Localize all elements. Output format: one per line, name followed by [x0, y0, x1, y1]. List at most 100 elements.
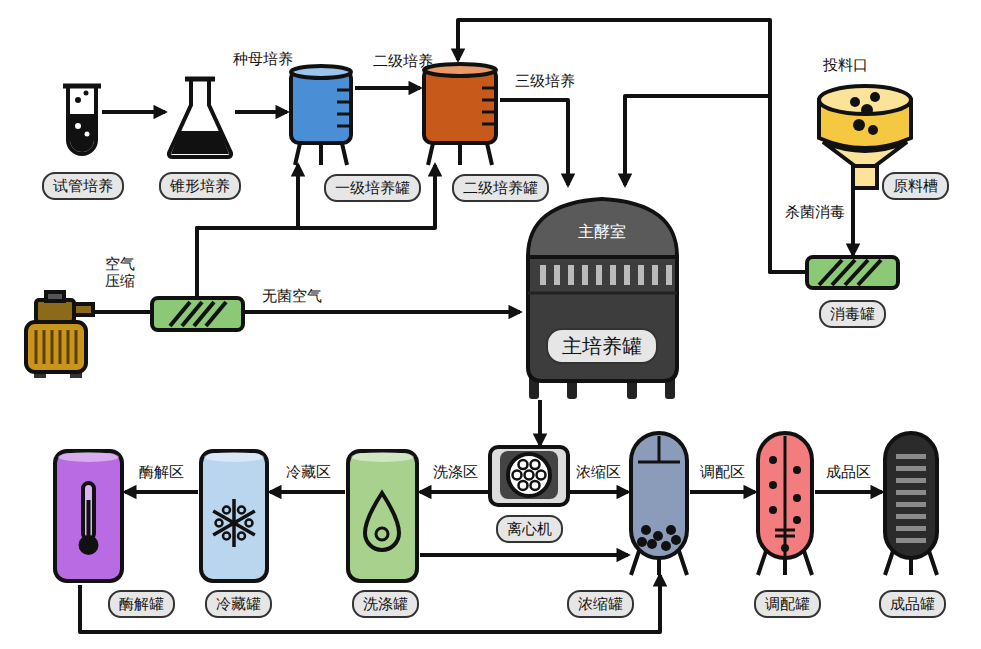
name-pill: 调配罐 — [754, 590, 821, 618]
drawing-part — [769, 481, 777, 489]
flow-arrow — [125, 490, 198, 494]
equipment-node: 酶解罐 — [52, 445, 125, 585]
drawing-part — [845, 260, 868, 285]
equipment-icon — [488, 445, 570, 507]
drawing-part — [337, 125, 349, 128]
flow-arrow — [95, 165, 435, 312]
drawing-part — [530, 201, 675, 255]
drawing-part — [781, 544, 789, 552]
drawing-part — [793, 516, 801, 524]
equipment-node: 洗涤罐 — [345, 445, 420, 585]
drawing-part — [540, 265, 546, 285]
drawing-part — [631, 433, 687, 558]
equipment-icon — [520, 185, 685, 400]
drawing-part — [568, 265, 574, 285]
drawing-part — [291, 66, 351, 78]
drawing-part — [201, 451, 267, 581]
equipment-icon — [165, 75, 235, 160]
drawing-part — [482, 111, 494, 114]
name-pill: 二级培养罐 — [452, 174, 549, 202]
drawing-part — [216, 520, 223, 527]
drawing-part — [337, 89, 349, 92]
air-filter — [150, 296, 245, 332]
drawing-part — [337, 113, 349, 116]
drawing-part — [638, 265, 644, 285]
drawing-part — [671, 535, 681, 545]
drawing-part — [500, 451, 558, 499]
flow-arrow — [851, 190, 855, 255]
edge-label: 冷藏区 — [284, 463, 333, 481]
flow-arrow — [458, 20, 805, 272]
name-pill: 浓缩罐 — [567, 590, 634, 618]
drawing-part — [775, 535, 795, 538]
drawing-part — [528, 292, 677, 295]
edge-label: 成品区 — [824, 463, 873, 481]
drawing-part — [637, 537, 647, 547]
equipment-icon — [52, 445, 125, 585]
name-pill: 成品罐 — [879, 590, 946, 618]
drawing-part — [424, 64, 496, 76]
equipment-node: 离心机 — [488, 445, 570, 507]
drawing-part — [67, 330, 70, 364]
drawing-part — [376, 528, 388, 540]
drawing-part — [896, 490, 926, 495]
equipment-node: 成品罐 — [882, 430, 940, 575]
drawing-part — [171, 131, 229, 154]
drawing-part — [87, 500, 91, 540]
drawing-part — [631, 548, 640, 575]
drawing-part — [74, 304, 93, 315]
flow-arrow — [270, 490, 345, 494]
drawing-part — [365, 493, 399, 550]
drawing-part — [666, 265, 672, 285]
drawing-part — [896, 466, 926, 471]
drawing-part — [482, 87, 494, 90]
drawing-part — [528, 199, 677, 381]
edge-label: 杀菌消毒 — [783, 203, 817, 221]
drawing-part — [525, 471, 534, 480]
equipment-node: 一级培养罐 — [287, 62, 355, 165]
drawing-part — [68, 86, 96, 154]
drawing-part — [596, 265, 602, 285]
drawing-part — [885, 433, 937, 558]
drawing-part — [43, 330, 46, 364]
equipment-node: 调配罐 — [755, 430, 815, 575]
drawing-part — [46, 292, 64, 301]
edge-label: 无菌空气 — [260, 287, 324, 305]
flow-arrow — [420, 490, 488, 494]
drawing-part — [653, 531, 663, 541]
drawing-part — [223, 507, 230, 514]
name-pill: 试管培养 — [42, 172, 124, 200]
drawing-part — [850, 97, 860, 107]
drawing-part — [758, 433, 812, 558]
drawing-part — [528, 255, 677, 259]
drawing-part — [337, 101, 349, 104]
equipment-icon — [882, 430, 940, 575]
free-label: 投料口 — [821, 56, 870, 74]
drawing-part — [896, 454, 926, 459]
edge-label: 种母培养 — [231, 50, 265, 68]
drawing-part — [55, 451, 122, 581]
equipment-node: 浓缩罐 — [628, 430, 690, 575]
name-pill: 洗涤罐 — [352, 590, 419, 618]
flow-arrow — [235, 110, 287, 114]
equipment-node: 二级培养罐 — [420, 60, 500, 165]
drawing-part — [351, 452, 414, 462]
drawing-part — [678, 548, 687, 575]
drawing-part — [832, 260, 855, 285]
drawing-part — [75, 97, 81, 103]
equipment-node: 冷藏罐 — [198, 445, 270, 585]
drawing-part — [784, 436, 787, 556]
drawing-part — [70, 114, 94, 152]
edge-label: 洗涤区 — [431, 463, 480, 481]
equipment-icon — [20, 290, 95, 380]
drawing-part — [896, 526, 926, 531]
drawing-part — [793, 466, 801, 474]
drawing-part — [63, 84, 101, 89]
drawing-part — [85, 132, 90, 137]
drawing-part — [26, 322, 86, 372]
flow-arrow — [102, 110, 165, 114]
drawing-part — [213, 511, 255, 535]
drawing-part — [537, 471, 546, 480]
name-pill: 原料槽 — [882, 172, 949, 200]
drawing-part — [807, 257, 898, 288]
